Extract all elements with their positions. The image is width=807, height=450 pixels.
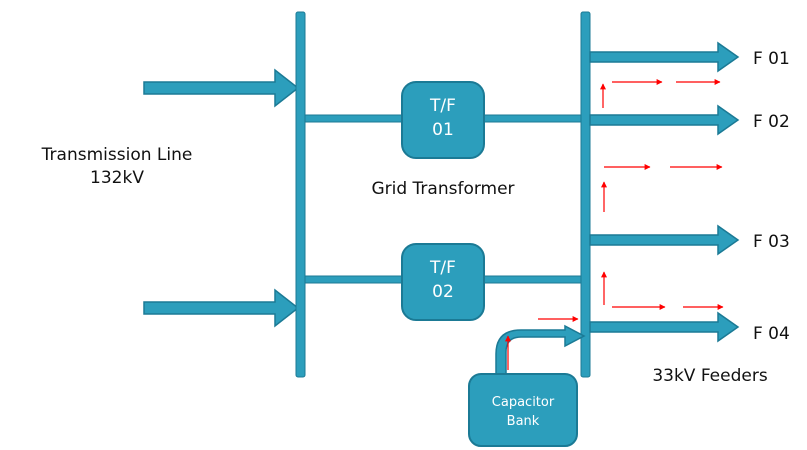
- transmission-line-label-line2: 132kV: [90, 168, 144, 188]
- capacitor-bank-label-line2: Bank: [507, 414, 540, 429]
- transformer-tf01: T/F 01: [401, 81, 485, 159]
- incoming-arrow-bottom: [143, 288, 300, 328]
- capacitor-bank: Capacitor Bank: [468, 373, 578, 447]
- transformer-tf02: T/F 02: [401, 243, 485, 321]
- feeder-arrow-f02: [589, 104, 740, 136]
- tf01-label-line2: 01: [432, 120, 454, 140]
- capacitor-bank-label-line1: Capacitor: [492, 395, 555, 410]
- feeder-label-f02: F 02: [753, 112, 790, 132]
- lv-busbar: [580, 11, 591, 378]
- tf01-label-line1: T/F: [429, 96, 456, 116]
- feeder-label-f04: F 04: [753, 324, 790, 344]
- tf02-label-line2: 02: [432, 282, 454, 302]
- reactive-power-flow-arrows: [505, 79, 724, 370]
- incoming-arrow-top: [143, 68, 300, 108]
- feeders-voltage-label: 33kV Feeders: [652, 366, 768, 386]
- feeder-label-f01: F 01: [753, 49, 790, 69]
- grid-transformer-label: Grid Transformer: [371, 179, 514, 199]
- feeder-label-f03: F 03: [753, 232, 790, 252]
- feeder-arrow-f03: [589, 224, 740, 256]
- transmission-line-label-line1: Transmission Line: [41, 145, 193, 165]
- feeder-arrow-f04: [589, 311, 740, 343]
- feeder-arrow-f01: [589, 41, 740, 73]
- hv-busbar: [295, 11, 306, 378]
- tf02-label-line1: T/F: [429, 258, 456, 278]
